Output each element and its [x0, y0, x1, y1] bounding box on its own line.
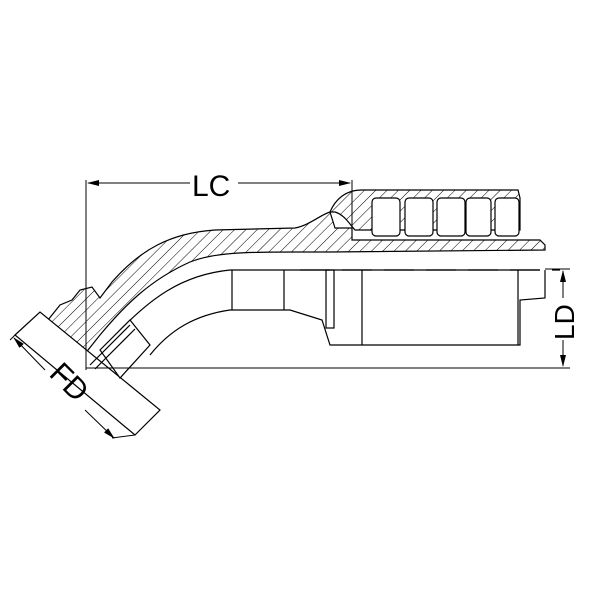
ferrule-teeth: [371, 197, 520, 237]
fitting-body: [14, 189, 560, 436]
dimension-label-lc: LC: [192, 170, 230, 203]
dimension-lines: [9, 180, 570, 439]
dimension-label-ld: LD: [549, 304, 580, 340]
